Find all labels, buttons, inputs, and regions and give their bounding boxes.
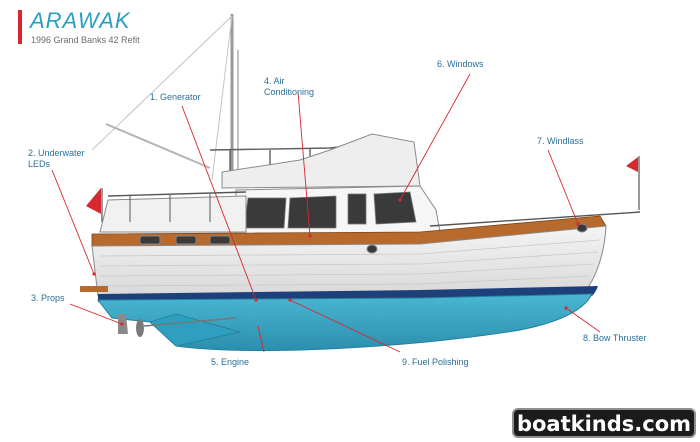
callout-props: 3. Props [31, 293, 65, 304]
watermark-logo: boatkinds.com [512, 408, 696, 438]
callout-generator: 1. Generator [150, 92, 201, 103]
bow-flag [626, 156, 639, 210]
stern-flag [86, 188, 102, 222]
callout-fuel-polishing: 9. Fuel Polishing [402, 357, 469, 368]
callout-windlass: 7. Windlass [537, 136, 584, 147]
aft-deck [100, 192, 246, 232]
swim-platform [80, 286, 108, 292]
callout-air-conditioning: 4. Air Conditioning [264, 76, 336, 98]
callout-engine: 5. Engine [211, 357, 249, 368]
flybridge-top [222, 134, 420, 188]
callout-windows: 6. Windows [437, 59, 484, 70]
callout-bow-thruster: 8. Bow Thruster [583, 333, 646, 344]
callout-underwater-leds: 2. Underwater LEDs [28, 148, 90, 170]
